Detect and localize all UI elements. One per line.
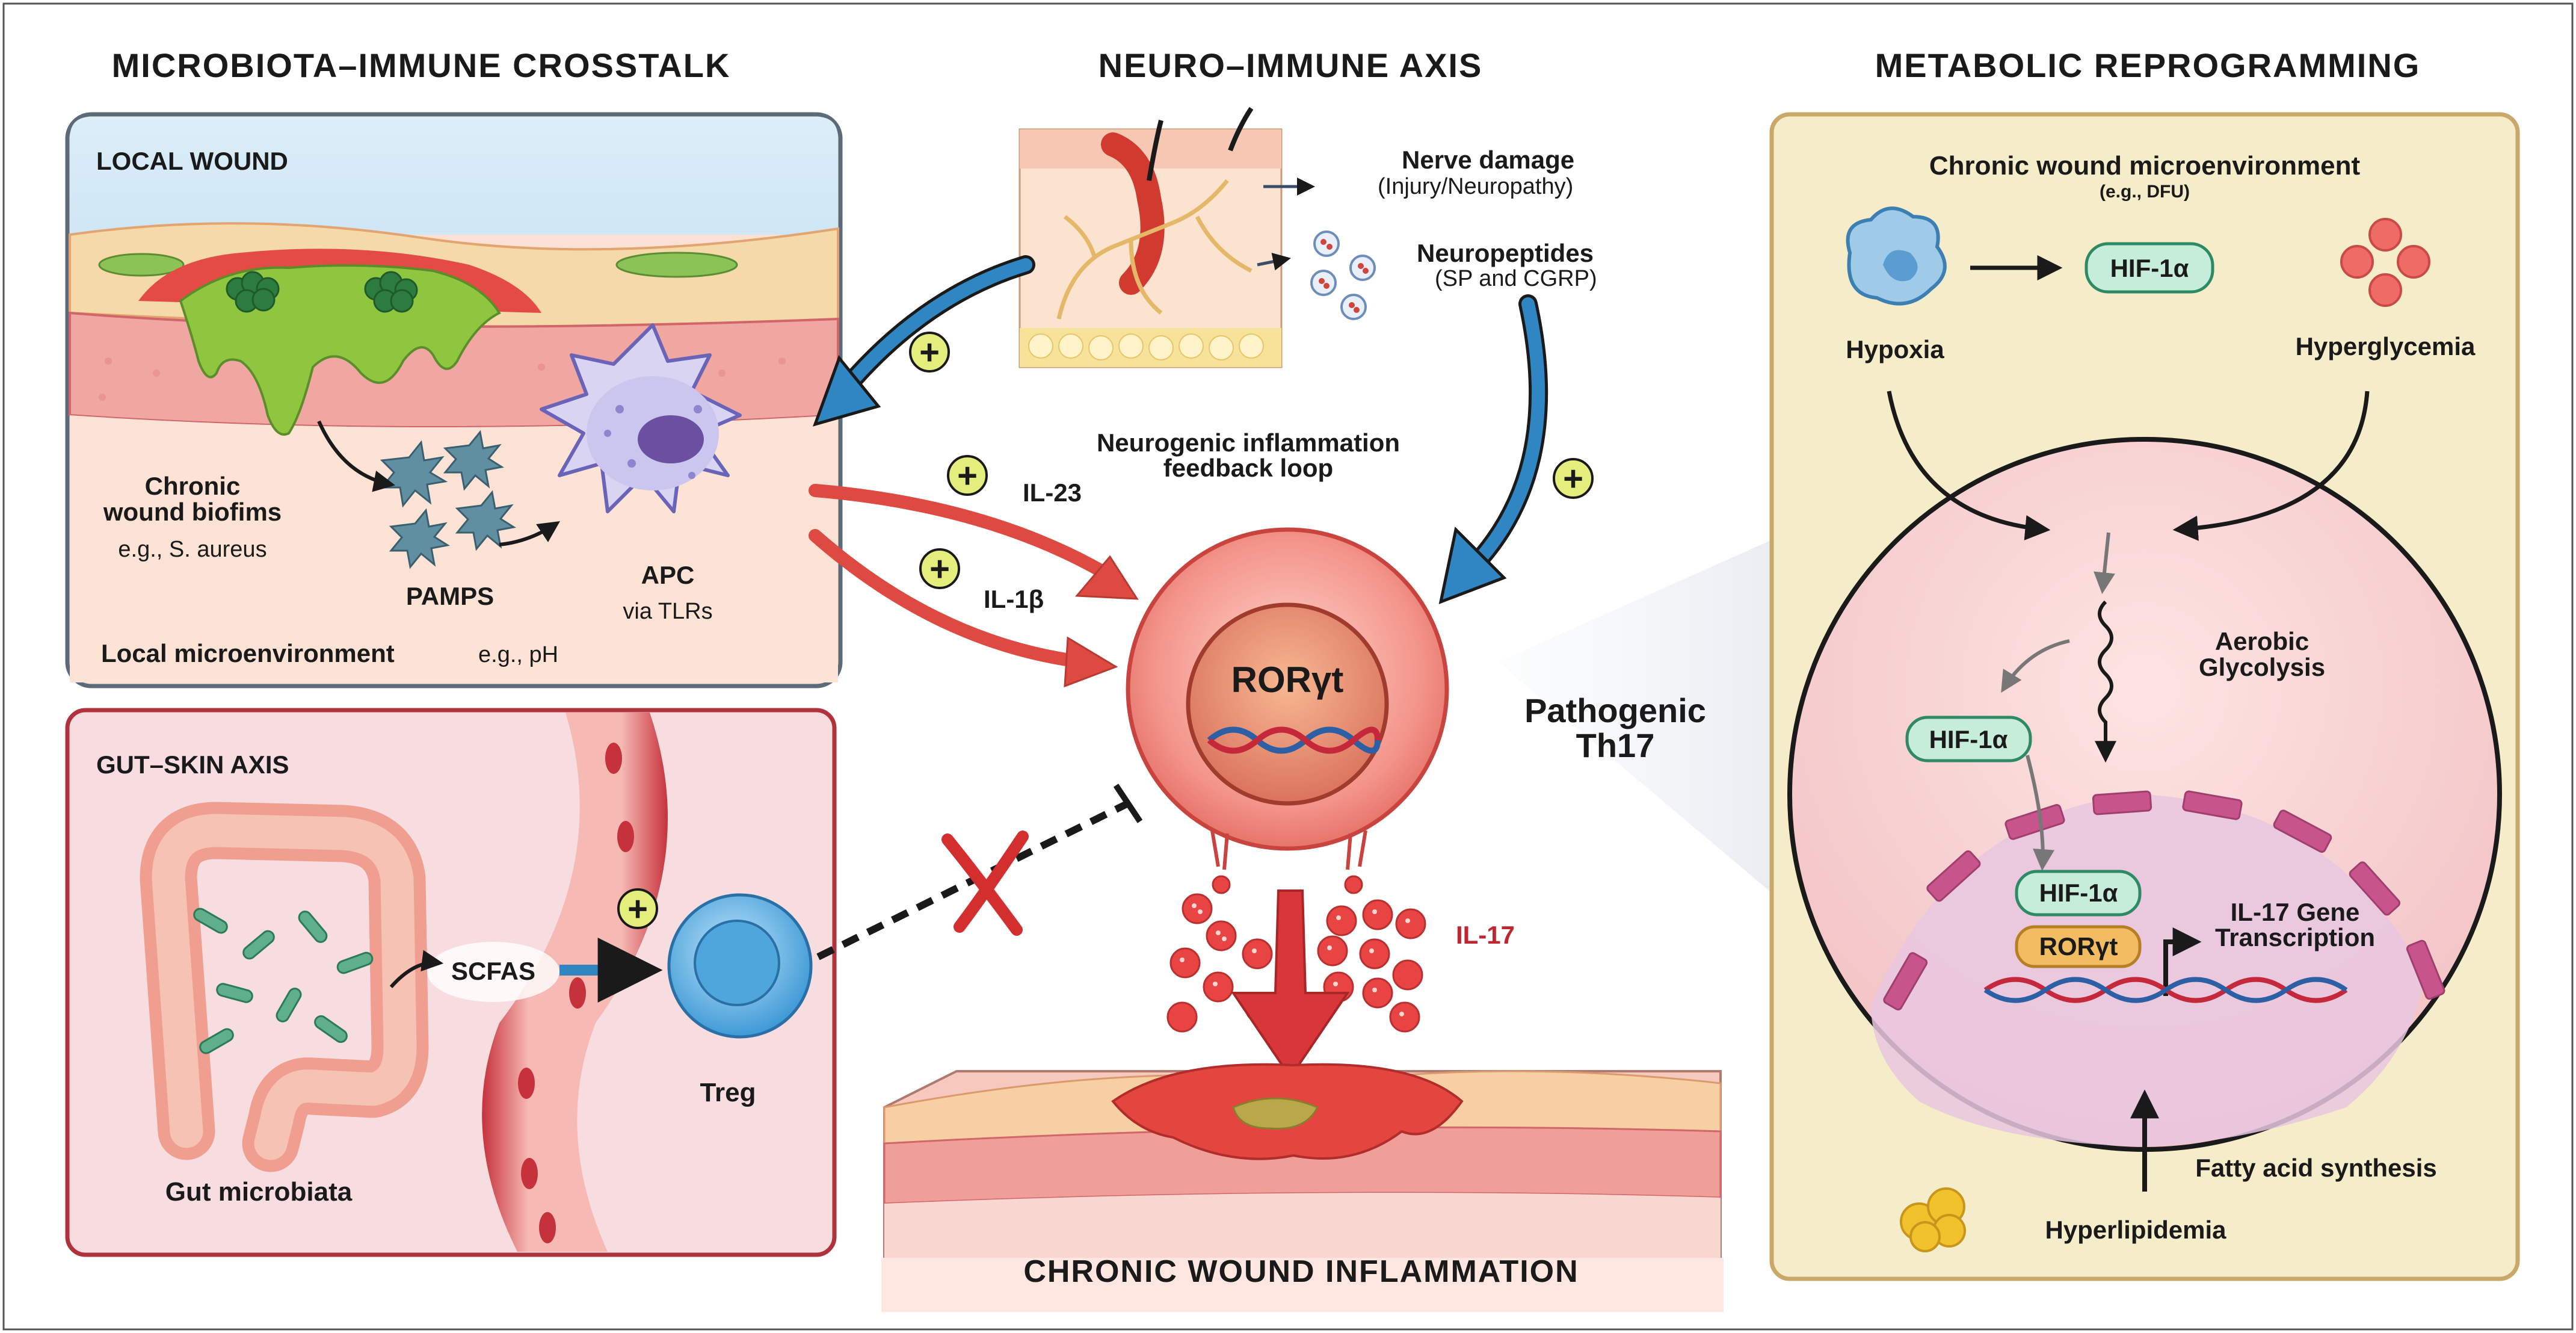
inflammation-arrow: [1231, 889, 1350, 1080]
biofilm-example: e.g., S. aureus: [118, 537, 267, 562]
inhibition-bar: [1113, 784, 1143, 823]
local-microenvironment-example: e.g., pH: [478, 642, 558, 667]
neuro-skin-block: Nerve damage (Injury/Neuropathy) Neurope…: [1018, 107, 1597, 482]
svg-text:+: +: [957, 456, 978, 495]
treg-label: Treg: [700, 1078, 756, 1107]
il23-arrowhead: [1074, 555, 1139, 600]
neurogenic-feedback-line1: Neurogenic inflammation: [1097, 428, 1400, 457]
metabolic-panel: Chronic wound microenvironment (e.g., DF…: [1769, 112, 2520, 1281]
plus-badge-scfas: +: [617, 888, 658, 929]
il17-gene-line2: Transcription: [2215, 923, 2375, 951]
il17-granules: [1166, 875, 1426, 1033]
hif-mid-pill: [1905, 716, 2032, 762]
rorgt-nuclear-label: RORγt: [2039, 932, 2118, 960]
local-microenvironment-label: Local microenvironment: [101, 639, 395, 667]
il1b-arrow: [809, 529, 1089, 669]
apc-sublabel: via TLRs: [623, 599, 712, 624]
hif-top-pill: [2085, 242, 2214, 294]
local-wound-panel: LOCAL WOUND Chronic wound biofims e.g., …: [65, 112, 843, 688]
svg-text:+: +: [1563, 459, 1583, 498]
th17-cell: [1126, 527, 1449, 870]
rorgt-nuclear-pill: [2015, 925, 2142, 968]
rorgt-label: RORγt: [1231, 660, 1344, 700]
apc-label: APC: [641, 561, 695, 589]
neuropeptides-label: Neuropeptides: [1417, 239, 1594, 267]
nerve-damage-label: Nerve damage: [1402, 146, 1574, 174]
aerobic-glycolysis-line1: Aerobic: [2215, 627, 2309, 655]
hif-nuclear-pill: [2015, 870, 2142, 917]
hyperlipidemia-label: Hyperlipidemia: [2045, 1216, 2226, 1244]
metabolic-title-sub: (e.g., DFU): [2100, 182, 2190, 202]
apc-cell: [540, 323, 742, 513]
svg-text:+: +: [919, 333, 940, 372]
hif-top-label: HIF-1α: [2110, 254, 2189, 282]
pathogenic-th17-line2: Th17: [1576, 726, 1655, 764]
neurogenic-feedback-line2: feedback loop: [1163, 454, 1333, 482]
neuropeptide-to-th17-arrowhead: [1438, 526, 1507, 604]
chronic-wound-inflammation-title: CHRONIC WOUND INFLAMMATION: [1023, 1254, 1579, 1289]
pamps-label: PAMPS: [406, 582, 494, 610]
biofilm-label-line2: wound biofims: [103, 498, 282, 526]
nerve-damage-sublabel: (Injury/Neuropathy): [1378, 174, 1573, 199]
svg-text:+: +: [627, 889, 648, 929]
fatty-acid-label: Fatty acid synthesis: [2195, 1154, 2436, 1182]
neuropeptides-sublabel: (SP and CGRP): [1435, 266, 1597, 291]
hif-mid-label: HIF-1α: [1929, 725, 2008, 753]
scfas-label: SCFAS: [451, 957, 535, 985]
neuro-to-apc-arrowhead: [812, 354, 881, 427]
hif-nuclear-label: HIF-1α: [2039, 879, 2118, 907]
gut-skin-title: GUT–SKIN AXIS: [96, 750, 289, 779]
neuropeptide-vesicles: [1310, 230, 1376, 320]
local-wound-title: LOCAL WOUND: [96, 147, 288, 175]
aerobic-glycolysis-line2: Glycolysis: [2199, 653, 2325, 681]
nuclear-envelope: [1883, 790, 2445, 1011]
il17-label: IL-17: [1456, 921, 1515, 949]
il1b-label: IL-1β: [984, 585, 1044, 613]
svg-text:+: +: [929, 549, 950, 589]
gut-microbiata-label: Gut microbiata: [165, 1177, 353, 1207]
metabolic-title: Chronic wound microenvironment: [1929, 151, 2361, 181]
il1b-arrowhead: [1064, 636, 1118, 688]
il17-gene-line1: IL-17 Gene: [2231, 898, 2360, 926]
il23-arrow: [809, 484, 1120, 584]
biofilm-label-line1: Chronic: [145, 472, 241, 500]
pathogenic-th17-line1: Pathogenic: [1524, 691, 1706, 729]
header-microbiota-immune: MICROBIOTA–IMMUNE CROSSTALK: [112, 46, 731, 84]
plus-badge-neuropeptide: +: [1553, 458, 1594, 499]
neuro-to-apc-arrow: [842, 258, 1032, 392]
hyperglycemia-icon: [2340, 218, 2430, 307]
gut-skin-panel: GUT–SKIN AXIS SCFAS Treg Gut microbiata: [65, 708, 837, 1257]
hypoxia-label: Hypoxia: [1846, 335, 1944, 363]
plus-badge-il1b: +: [919, 548, 960, 589]
pamps-particles: [380, 430, 517, 569]
lipid-icon: [1900, 1187, 1966, 1252]
hyperglycemia-label: Hyperglycemia: [2296, 332, 2476, 360]
gut-bacteria: [193, 908, 374, 1054]
plus-badge-neuro-apc: +: [909, 332, 950, 373]
header-metabolic: METABOLIC REPROGRAMMING: [1875, 46, 2421, 84]
plus-badge-il23: +: [947, 455, 988, 496]
wound-block: [881, 1063, 1724, 1312]
neuropeptide-to-th17-arrow: [1467, 297, 1545, 572]
inhibition-cross: [941, 830, 1029, 936]
header-neuro-immune: NEURO–IMMUNE AXIS: [1098, 46, 1483, 84]
il23-label: IL-23: [1023, 478, 1082, 507]
